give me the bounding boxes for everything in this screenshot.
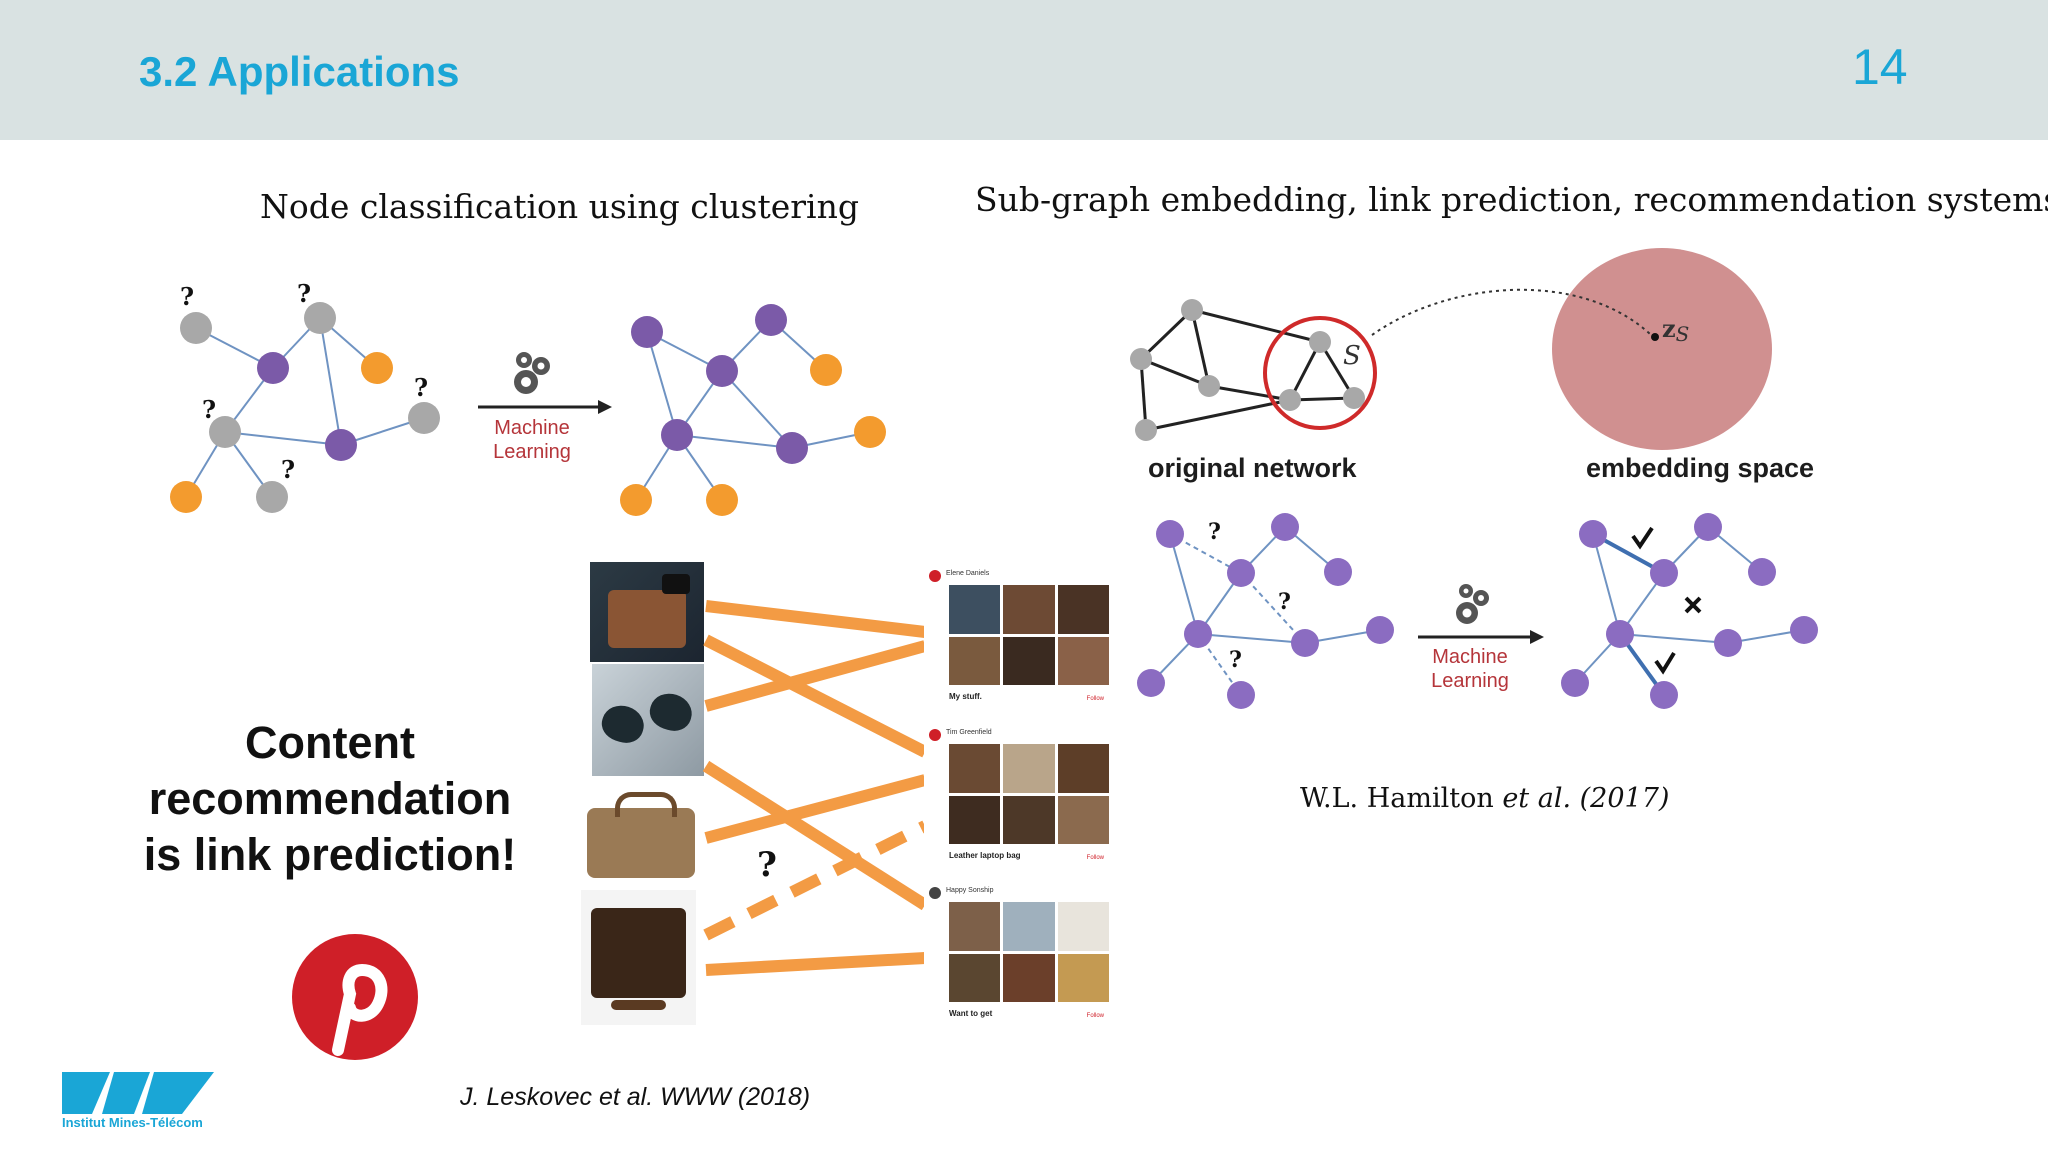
svg-text:?: ? — [1278, 589, 1291, 615]
subgraph-embedding-caption: Sub-graph embedding, link prediction, re… — [975, 180, 2048, 219]
pinterest-board: Happy Sonship Want to get Follow — [924, 882, 1112, 1030]
board-avatar — [929, 729, 941, 741]
before-graph-edges — [185, 317, 425, 498]
before-link-nodes — [1137, 513, 1394, 709]
subgraph-circle — [1263, 316, 1377, 430]
subgraph-symbol: S — [1343, 341, 1361, 371]
board-name: My stuff. — [949, 692, 982, 701]
check-mark-icons — [1631, 526, 1676, 675]
original-network-edges — [1139, 308, 1356, 432]
predicted-link-edges — [1592, 532, 1666, 697]
board-thumbnails — [949, 902, 1109, 1002]
embedding-space-label: embedding space — [1586, 453, 1815, 483]
node-classification-caption: Node classification using clustering — [260, 187, 859, 226]
embedding-subscript: S — [1676, 322, 1690, 346]
orange-node — [620, 484, 652, 516]
board-avatar — [929, 570, 941, 582]
node-classification-diagram: ? ? ? ? ? — [170, 279, 886, 516]
embedding-symbol: z — [1662, 314, 1676, 343]
hamilton-citation: W.L. Hamilton et al. (2017) — [1300, 783, 1670, 814]
bag-shape — [608, 590, 686, 648]
purple-node — [776, 432, 808, 464]
board-thumbnails — [949, 585, 1109, 685]
after-link-nodes — [1561, 513, 1818, 709]
before-link-edges — [1150, 526, 1381, 684]
after-graph-nodes — [620, 304, 886, 516]
imt-logo — [62, 1072, 214, 1114]
recommendation-links — [702, 600, 929, 976]
link-question-marks: ? ? ? — [1208, 519, 1291, 673]
svg-text:?: ? — [297, 279, 311, 308]
embedding-point — [1651, 333, 1659, 341]
arrow-head — [598, 400, 612, 414]
content-recommendation-headline: Content recommendation is link predictio… — [143, 717, 517, 880]
page-number: 14 — [1852, 39, 1908, 95]
board-user: Happy Sonship — [946, 887, 994, 894]
slide-title: 3.2 Applications — [139, 48, 460, 95]
arrow-head — [1530, 630, 1544, 644]
cross-icon — [1684, 596, 1702, 614]
board-name: Want to get — [949, 1009, 993, 1018]
purple-node — [706, 355, 738, 387]
svg-text:?: ? — [180, 282, 194, 311]
unlabeled-node — [180, 312, 212, 344]
unlabeled-node — [304, 302, 336, 334]
svg-text:?: ? — [281, 455, 295, 484]
gear-icon — [1456, 584, 1489, 624]
orange-node — [706, 484, 738, 516]
follow-button[interactable]: Follow — [1086, 696, 1104, 702]
unlabeled-node — [408, 402, 440, 434]
leather-bag-image — [590, 562, 704, 662]
follow-button[interactable]: Follow — [1086, 1013, 1104, 1019]
after-graph-edges — [635, 319, 871, 501]
orange-node — [810, 354, 842, 386]
purple-node — [257, 352, 289, 384]
canvas-bag-image — [575, 786, 705, 886]
purple-node — [631, 316, 663, 348]
orange-node — [361, 352, 393, 384]
pinterest-logo — [292, 934, 418, 1060]
board-user: Tim Greenfield — [946, 729, 992, 736]
board-name: Leather laptop bag — [949, 851, 1021, 860]
imt-logo-text: Institut Mines-Télécom — [62, 1115, 203, 1130]
machine-learning-label-right: Machine Learning — [1431, 646, 1509, 692]
svg-text:zS: zS — [1662, 314, 1689, 346]
purple-node — [661, 419, 693, 451]
svg-text:?: ? — [1229, 647, 1242, 673]
purple-node — [325, 429, 357, 461]
svg-text:?: ? — [414, 373, 428, 402]
purple-node — [755, 304, 787, 336]
camera-shape — [662, 574, 690, 594]
messenger-bag-image — [581, 890, 696, 1025]
link-question-mark: ? — [757, 845, 777, 885]
board-thumbnails — [949, 744, 1109, 844]
original-network-label: original network — [1148, 453, 1357, 483]
board-avatar — [929, 887, 941, 899]
predicted-dashed-link — [703, 820, 928, 941]
orange-node — [854, 416, 886, 448]
pinterest-board: Elene Daniels My stuff. Follow — [924, 565, 1112, 713]
unlabeled-node — [209, 416, 241, 448]
subgraph-embedding-diagram: S zS — [1130, 248, 1772, 450]
embedding-mapping-arrow — [1371, 288, 1651, 336]
sunglasses-image — [592, 664, 704, 776]
follow-button[interactable]: Follow — [1086, 855, 1104, 861]
unlabeled-node — [256, 481, 288, 513]
gear-icon — [514, 352, 550, 394]
board-user: Elene Daniels — [946, 570, 990, 577]
content-link-lines — [702, 600, 929, 976]
after-link-edges — [1574, 526, 1805, 684]
svg-text:?: ? — [1208, 519, 1221, 545]
machine-learning-label-left: Machine Learning — [493, 417, 571, 463]
svg-text:?: ? — [202, 395, 216, 424]
original-network-nodes — [1130, 299, 1365, 441]
embedding-space-blob — [1552, 248, 1772, 450]
before-graph-nodes — [170, 302, 440, 513]
question-marks: ? ? ? ? ? — [180, 279, 428, 484]
link-prediction-diagram: ? ? ? — [1137, 513, 1818, 709]
slide-header — [0, 0, 2048, 140]
orange-node — [170, 481, 202, 513]
pinterest-board: Tim Greenfield Leather laptop bag Follow — [924, 724, 1112, 872]
leskovec-citation: J. Leskovec et al. WWW (2018) — [460, 1083, 811, 1111]
